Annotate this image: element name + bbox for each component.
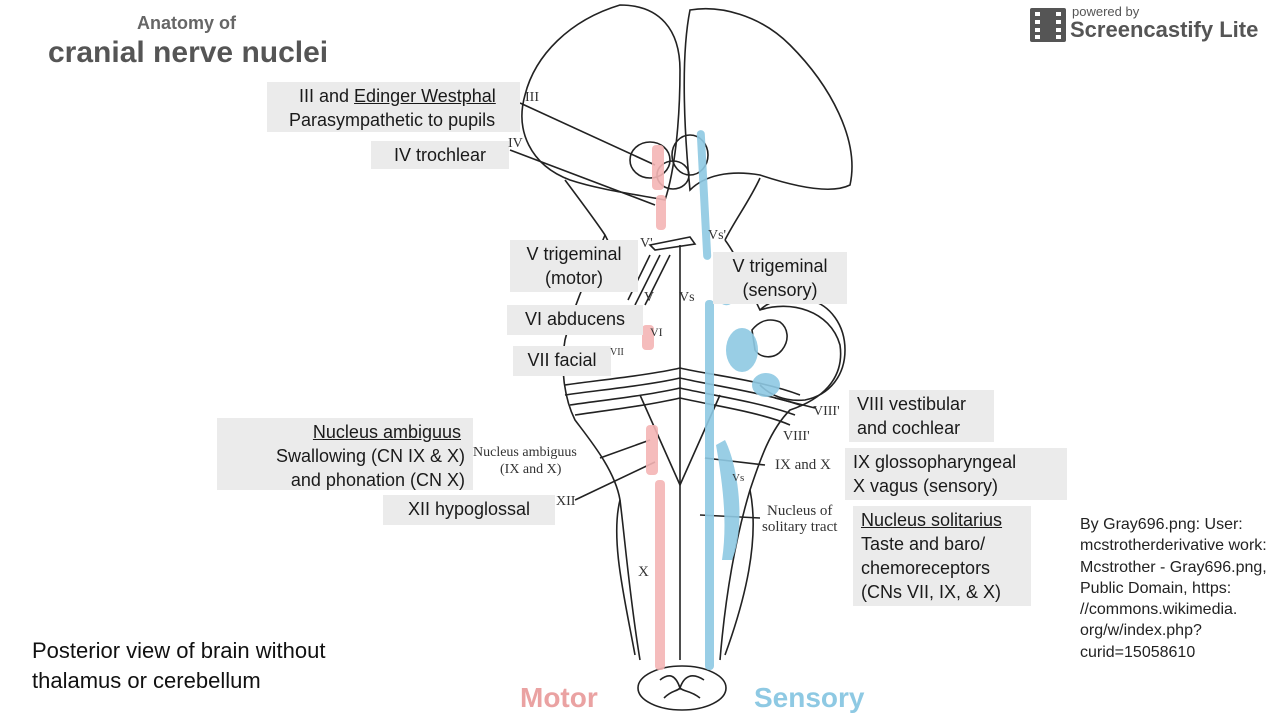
fig-label-viii-prime-lower: VIII': [783, 429, 810, 444]
box-cn3-line1: III and Edinger Westphal: [299, 86, 496, 106]
box-cn5-sensory: V trigeminal (sensory): [713, 252, 847, 304]
fig-label-v-prime: V': [640, 236, 653, 251]
box-ambiguus: Nucleus ambiguus Swallowing (CN IX & X) …: [217, 418, 473, 490]
box-ambiguus-line2: Swallowing (CN IX & X): [275, 446, 465, 466]
box-cn12: XII hypoglossal: [383, 495, 555, 525]
fig-label-viii-prime-upper: VIII': [813, 404, 840, 419]
superior-colliculus-left: [629, 141, 671, 179]
box-cn7-text: VII facial: [527, 350, 597, 370]
leader-viii: [774, 397, 816, 409]
box-cn3: III and Edinger Westphal Parasympathetic…: [267, 82, 520, 132]
screencastify-brand: powered by Screencastify Lite: [1030, 4, 1275, 44]
leader-ix-x: [704, 457, 766, 466]
legend-motor: Motor: [520, 682, 598, 713]
right-hemisphere-outline: [683, 7, 853, 192]
fig-label-xii: XII: [556, 494, 576, 509]
box-cn5-motor: V trigeminal (motor): [510, 240, 638, 292]
leader-cn12: [574, 461, 656, 501]
fig-label-vii: VII: [610, 347, 624, 358]
page-title: cranial nerve nuclei: [48, 36, 329, 69]
sensory-tract-spinal-v: [705, 300, 714, 670]
box-cn6: VI abducens: [507, 305, 643, 335]
fig-label-vi: VI: [650, 325, 663, 339]
image-credit: By Gray696.png: User: mcstrotherderivati…: [1080, 516, 1267, 661]
motor-nucleus-cn6: [642, 325, 654, 350]
box-cn5-sensory-line1: V trigeminal: [732, 256, 828, 276]
box-cn9-10: IX glossopharyngeal X vagus (sensory): [845, 448, 1067, 500]
spinal-cord-section: [637, 665, 727, 711]
motor-nucleus-cn12: [655, 480, 665, 670]
caption-line1: Posterior view of brain without: [32, 638, 326, 663]
motor-nucleus-cn3: [652, 145, 664, 190]
powered-by-text: powered by: [1072, 4, 1140, 19]
fig-label-vs: Vs: [679, 290, 695, 305]
caption-line2: thalamus or cerebellum: [32, 668, 261, 693]
sensory-nucleus-cn8a: [726, 328, 758, 372]
motor-nucleus-cn4: [656, 195, 666, 230]
box-solitarius-line4: (CNs VII, IX, & X): [861, 582, 1002, 602]
sensory-tract-vs: [696, 130, 712, 260]
leader-cn3: [519, 102, 656, 166]
box-cn4-text: IV trochlear: [393, 145, 487, 165]
sensory-nucleus-solitary: [716, 440, 740, 560]
fig-label-ambiguus-1: Nucleus ambiguus: [473, 445, 577, 460]
film-strip-icon: [1030, 8, 1066, 42]
box-cn8: VIII vestibular and cochlear: [849, 390, 994, 442]
box-cn9-10-line2: X vagus (sensory): [853, 476, 999, 496]
fig-label-solitary-2: solitary tract: [762, 519, 838, 535]
fig-label-vs-prime: Vs': [708, 228, 727, 243]
brainstem-left-outline: [562, 234, 641, 661]
fig-label-iv: IV: [508, 136, 523, 151]
box-ambiguus-line1: Nucleus ambiguus: [312, 422, 461, 442]
box-cn3-line2: Parasympathetic to pupils: [289, 110, 496, 130]
box-cn12-text: XII hypoglossal: [407, 499, 531, 519]
superior-colliculus-right: [671, 134, 709, 176]
motor-nucleus-ambiguus: [646, 425, 658, 475]
box-cn5-sensory-line2: (sensory): [742, 280, 818, 300]
fig-label-v: V: [644, 290, 655, 305]
box-cn5-motor-line2: (motor): [545, 268, 603, 288]
fig-label-ambiguus-2: (IX and X): [500, 462, 562, 477]
box-solitarius-line3: chemoreceptors: [861, 558, 991, 578]
box-cn9-10-line1: IX glossopharyngeal: [853, 452, 1017, 472]
subtitle: Anatomy of: [137, 13, 236, 33]
box-solitarius-line2: Taste and baro/: [861, 534, 986, 554]
legend-sensory: Sensory: [754, 682, 865, 713]
box-solitarius: Nucleus solitarius Taste and baro/ chemo…: [853, 506, 1031, 606]
sensory-nucleus-cn8b: [752, 373, 780, 397]
box-cn4: IV trochlear: [371, 141, 509, 169]
box-solitarius-line1: Nucleus solitarius: [861, 510, 1003, 530]
fig-label-iii: III: [525, 90, 539, 105]
midbrain-outline: [564, 177, 761, 246]
box-cn6-text: VI abducens: [524, 309, 626, 329]
fig-label-vs-lower: Vs: [732, 472, 745, 484]
fig-label-x: X: [638, 564, 649, 580]
leader-cn4: [509, 149, 656, 206]
v-prime-bar: [648, 236, 697, 251]
figure-caption: Posterior view of brain without thalamus…: [32, 636, 325, 696]
box-cn8-line1: VIII vestibular: [857, 394, 967, 414]
box-cn8-line2: and cochlear: [857, 418, 961, 438]
leader-ambiguus: [599, 439, 651, 459]
fig-label-ix-and-x: IX and X: [775, 457, 831, 473]
box-cn7: VII facial: [513, 346, 611, 376]
fig-label-solitary-1: Nucleus of: [767, 503, 833, 519]
box-ambiguus-line3: and phonation (CN X): [290, 470, 465, 490]
brand-name: Screencastify Lite: [1070, 17, 1259, 42]
box-cn5-motor-line1: V trigeminal: [526, 244, 622, 264]
